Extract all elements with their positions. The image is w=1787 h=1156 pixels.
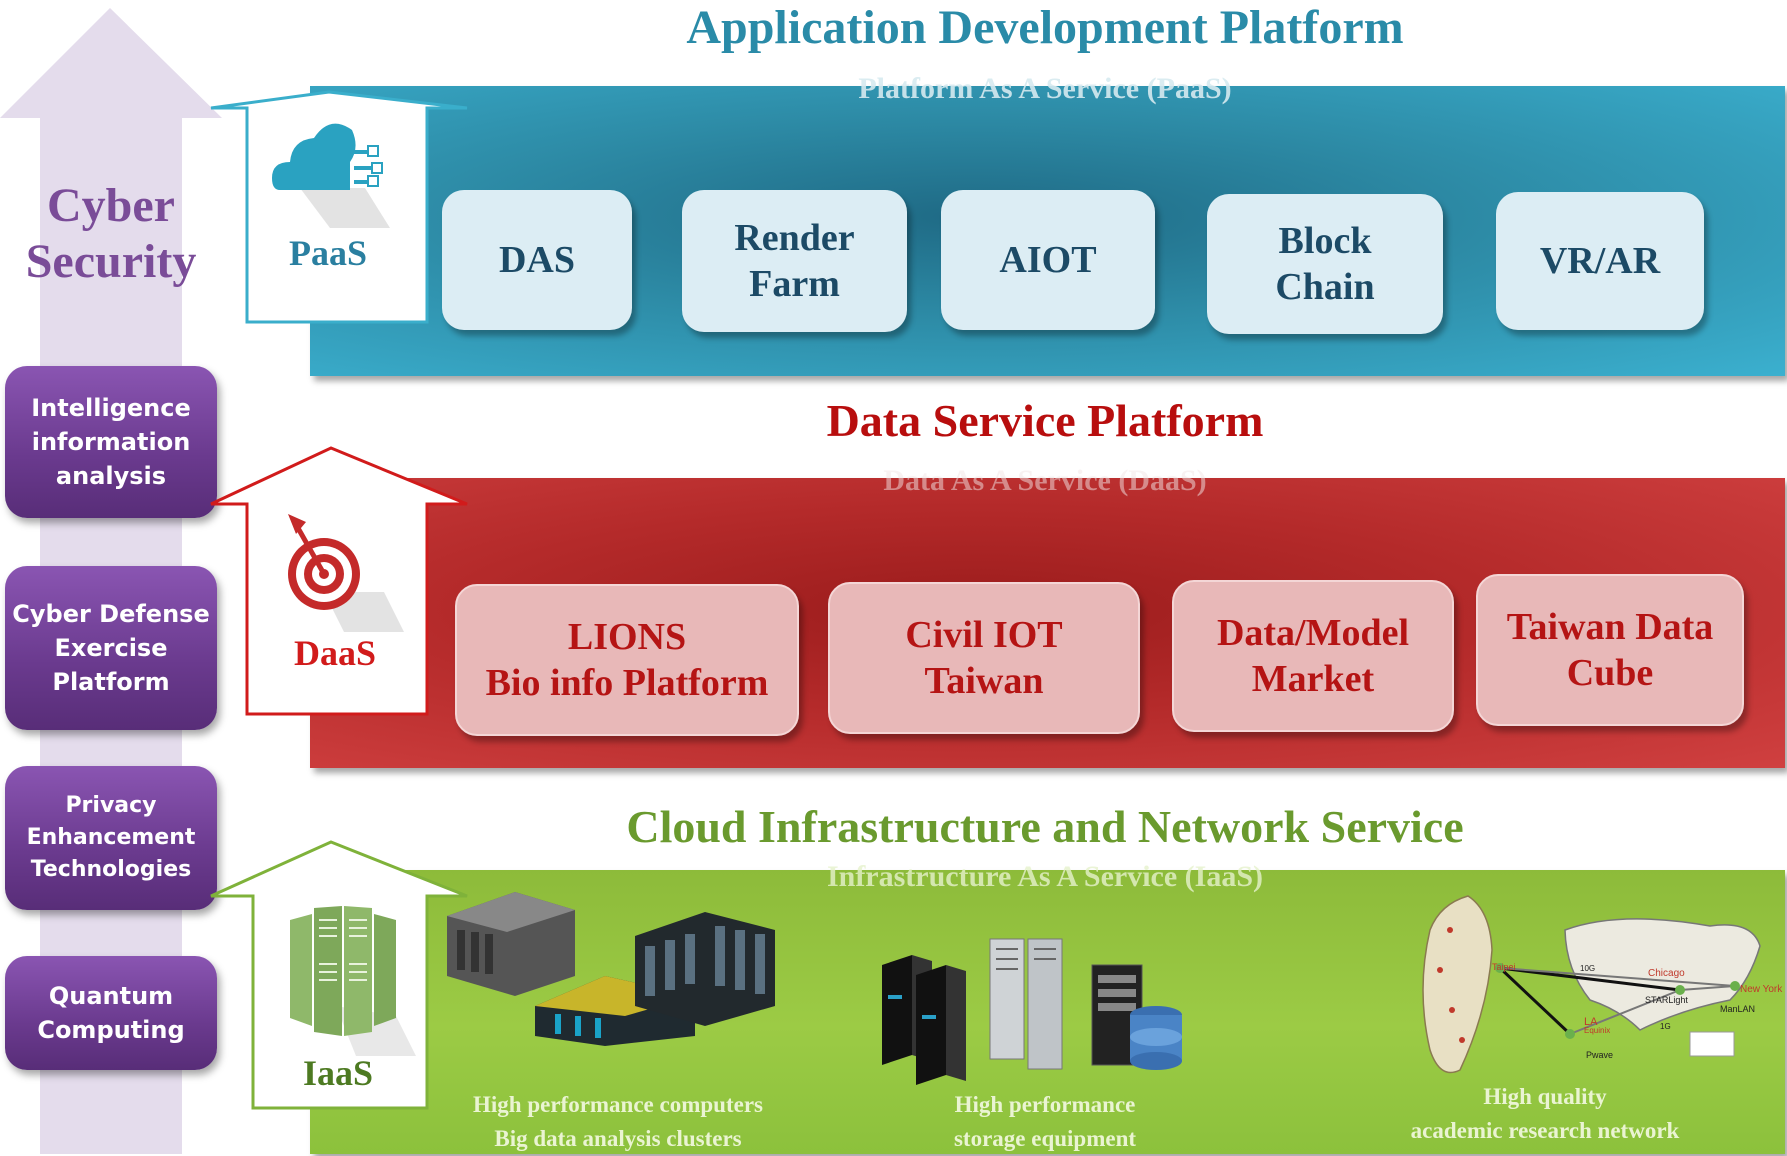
tile-text: DAS xyxy=(498,239,576,281)
tile-text: Render xyxy=(734,217,855,259)
quantum-computing-button[interactable]: Quantum Computing xyxy=(5,956,217,1070)
storage-equipment-image xyxy=(882,938,1182,1085)
map-label-equinix: Equinix xyxy=(1584,1026,1611,1035)
iaas-label-network: High quality academic research network xyxy=(1380,1080,1710,1148)
iaas-label-line: storage equipment xyxy=(953,1126,1137,1151)
iaas-subtitle: Infrastructure As A Service (IaaS) xyxy=(826,860,1264,893)
iaas-label-line: High quality xyxy=(1483,1084,1607,1109)
tile-text: Cube xyxy=(1566,652,1654,694)
iaas-label-line: Big data analysis clusters xyxy=(494,1126,742,1151)
tile-text: Taiwan Data xyxy=(1506,606,1714,648)
server-rack-icon xyxy=(290,906,416,1056)
iaas-label-hpc: High performance computers Big data anal… xyxy=(448,1088,788,1156)
cyber-title-line2: Security xyxy=(25,235,197,288)
tile-text: Bio info Platform xyxy=(485,662,769,704)
paas-arrow-label: PaaS xyxy=(288,233,367,273)
map-label-bandwidth-10g: 10G xyxy=(1580,964,1596,973)
cyber-security-title: Cyber Security xyxy=(0,178,222,290)
map-label-starlight: STARLight xyxy=(1645,995,1688,1005)
iaas-label-storage: High performance storage equipment xyxy=(900,1088,1190,1156)
tile-text: VR/AR xyxy=(1539,240,1661,282)
iaas-arrow-label: IaaS xyxy=(302,1053,374,1093)
btn-line: Exercise xyxy=(54,634,168,662)
cyber-title-line1: Cyber xyxy=(47,179,175,232)
tile-text: Taiwan xyxy=(924,660,1044,702)
daas-title: Data Service Platform xyxy=(826,395,1264,446)
iaas-title: Cloud Infrastructure and Network Service xyxy=(626,801,1464,852)
btn-line: Quantum xyxy=(48,982,174,1010)
tile-text: AIOT xyxy=(999,239,1097,281)
map-label-taipei: Taipei xyxy=(1492,962,1516,972)
intelligence-analysis-button[interactable]: Intelligence information analysis xyxy=(5,366,217,518)
btn-line: Technologies xyxy=(30,857,192,882)
tile-text: Data/Model xyxy=(1216,612,1410,654)
tile-aiot[interactable]: AIOT xyxy=(941,190,1155,330)
tile-text: Block xyxy=(1278,220,1372,262)
btn-line: Enhancement xyxy=(26,825,196,850)
target-icon xyxy=(288,514,404,632)
tile-das[interactable]: DAS xyxy=(442,190,632,330)
cyber-defense-exercise-button[interactable]: Cyber Defense Exercise Platform xyxy=(5,566,217,730)
btn-line: Platform xyxy=(52,668,170,696)
tile-text: Chain xyxy=(1275,266,1375,308)
map-label-newyork: New York xyxy=(1740,984,1783,995)
paas-subtitle: Platform As A Service (PaaS) xyxy=(858,72,1232,105)
btn-line: Privacy xyxy=(65,793,157,818)
tile-vr-ar[interactable]: VR/AR xyxy=(1496,192,1704,330)
tile-text: Market xyxy=(1251,658,1375,700)
map-label-la: LA xyxy=(1584,1016,1598,1028)
btn-line: Intelligence xyxy=(31,394,191,422)
tile-text: LIONS xyxy=(567,616,687,658)
btn-line: Computing xyxy=(37,1016,185,1044)
iaas-label-line: High performance computers xyxy=(473,1092,763,1117)
tile-text: Civil IOT xyxy=(905,614,1063,656)
btn-line: Cyber Defense xyxy=(12,600,210,628)
daas-subtitle: Data As A Service (DaaS) xyxy=(883,464,1207,497)
iaas-label-line: academic research network xyxy=(1410,1118,1680,1143)
map-label-chicago: Chicago xyxy=(1648,968,1685,979)
btn-line: analysis xyxy=(55,462,167,490)
cloud-icon xyxy=(272,123,390,228)
map-label-manlan: ManLAN xyxy=(1720,1004,1756,1014)
research-network-map xyxy=(1422,895,1761,1074)
daas-arrow-label: DaaS xyxy=(293,633,377,673)
map-label-bandwidth-1g: 1G xyxy=(1660,1022,1671,1031)
map-label-pwave: Pwave xyxy=(1586,1050,1614,1060)
supercomputer-cluster-image xyxy=(447,892,775,1046)
iaas-label-line: High performance xyxy=(954,1092,1136,1117)
privacy-enhancement-button[interactable]: Privacy Enhancement Technologies xyxy=(5,766,217,910)
btn-line: information xyxy=(31,428,191,456)
tile-text: Farm xyxy=(749,263,840,305)
paas-title: Application Development Platform xyxy=(686,1,1404,54)
